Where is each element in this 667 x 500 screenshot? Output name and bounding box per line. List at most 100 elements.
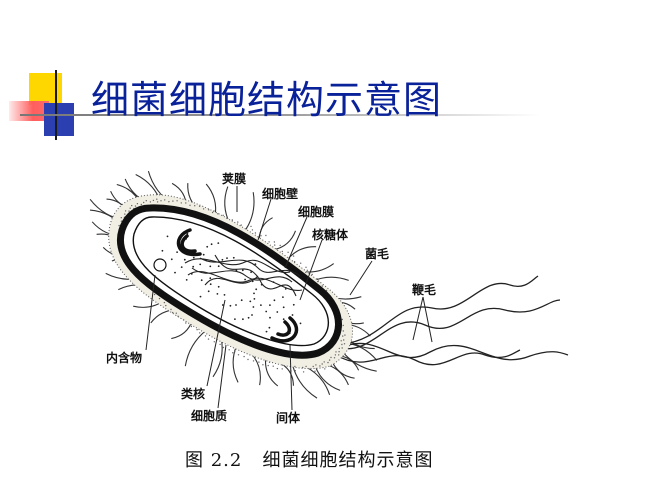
ribosome-dot: [217, 242, 220, 245]
leader-lines: [145, 186, 433, 411]
stipple-dot: [213, 341, 215, 343]
stipple-dot: [342, 324, 344, 327]
ribosome-dot: [209, 283, 212, 286]
stipple-dot: [240, 224, 242, 226]
flagellum: [335, 349, 521, 366]
stipple-dot: [323, 361, 325, 363]
stipple-dot: [321, 363, 323, 365]
flagellum: [339, 299, 561, 350]
stipple-dot: [316, 278, 318, 280]
red-square-decoration: [9, 101, 49, 121]
stipple-dot: [231, 219, 233, 221]
label-ribosome: 核糖体: [312, 227, 349, 242]
stipple-dot: [237, 354, 240, 356]
stipple-dot: [202, 208, 205, 210]
ribosome-dot: [254, 263, 257, 265]
stipple-dot: [131, 204, 133, 207]
stipple-dot: [128, 210, 130, 212]
ribosome-dot: [217, 265, 220, 268]
flagellum: [339, 342, 569, 361]
stipple-dot: [120, 217, 123, 219]
ribosome-dot: [284, 288, 287, 290]
stipple-dot: [124, 210, 127, 212]
stipple-dot: [165, 304, 167, 307]
ribosome-dot: [253, 292, 255, 295]
ribosome-dot: [255, 288, 258, 291]
stipple-dot: [306, 269, 308, 271]
ribosome-dot: [232, 256, 235, 259]
pilus: [273, 230, 297, 251]
stipple-dot: [199, 332, 201, 334]
stipple-dot: [180, 202, 182, 204]
ribosome-dot: [226, 257, 228, 259]
stipple-dot: [237, 221, 239, 223]
stipple-dot: [312, 365, 314, 368]
ribosome-dot: [229, 304, 232, 307]
pilus: [324, 363, 349, 386]
stipple-dot: [321, 285, 323, 287]
stipple-dot: [234, 351, 236, 353]
ribosome-dot: [186, 232, 189, 235]
stipple-dot: [342, 335, 344, 337]
label-cell-wall: 细胞壁: [262, 186, 298, 201]
stipple-dot: [251, 229, 254, 231]
stipple-dot: [292, 255, 295, 257]
nucleoid: [184, 254, 303, 297]
stipple-dot: [274, 244, 276, 246]
stipple-dot: [343, 339, 345, 341]
stipple-dot: [140, 203, 142, 206]
stipple-dot: [163, 301, 166, 304]
stipple-dot: [118, 224, 120, 227]
ribosome-dot: [282, 318, 285, 321]
ribosome-dot: [174, 271, 176, 274]
stipple-dot: [172, 200, 174, 202]
stipple-dot: [294, 365, 296, 368]
ribosome-dot: [221, 258, 224, 261]
stipple-dot: [341, 318, 343, 321]
vertical-rule: [55, 70, 57, 140]
stipple-dot: [305, 271, 307, 274]
stipple-dot: [124, 213, 126, 215]
stipple-dot: [281, 368, 283, 370]
stipple-dot: [190, 325, 193, 328]
ribosome-dot: [240, 299, 243, 302]
stipple-dot: [330, 356, 332, 359]
title-underline: [20, 114, 540, 116]
stipple-dot: [342, 330, 344, 332]
stipple-dot: [252, 360, 255, 362]
stipple-dot: [319, 365, 321, 367]
pilus: [314, 365, 341, 391]
stipple-dot: [293, 261, 296, 263]
stipple-dot: [194, 205, 196, 207]
ribosome-dot: [250, 271, 253, 273]
ribosome-dot: [273, 299, 276, 302]
ribosome-dot: [200, 279, 203, 282]
stipple-dot: [208, 209, 210, 211]
pilus: [244, 192, 255, 232]
stipple-dot: [279, 244, 281, 247]
stipple-dot: [268, 361, 271, 364]
mesosome: [176, 228, 202, 257]
ribosome-dot: [180, 266, 183, 268]
stipple-dot: [333, 357, 336, 359]
stipple-dot: [129, 207, 131, 209]
ribosome-dot: [223, 294, 226, 296]
blue-square-decoration: [44, 103, 74, 136]
stipple-dot: [168, 201, 170, 203]
ribosome-dot: [209, 277, 212, 280]
stipple-dot: [156, 198, 158, 200]
flagella-group: [335, 275, 569, 366]
pilus: [232, 346, 239, 383]
stipple-dot: [228, 349, 230, 351]
stipple-dot: [152, 199, 155, 202]
ribosome-dot: [276, 311, 279, 313]
ribosome-dot: [170, 258, 173, 261]
stipple-dot: [300, 262, 302, 264]
stipple-dot: [343, 343, 346, 345]
stipple-dot: [282, 364, 284, 366]
stipple-dot: [134, 205, 137, 207]
stipple-dot: [189, 204, 191, 206]
ribosome-dot: [241, 269, 244, 272]
ribosome-dot: [209, 265, 212, 268]
